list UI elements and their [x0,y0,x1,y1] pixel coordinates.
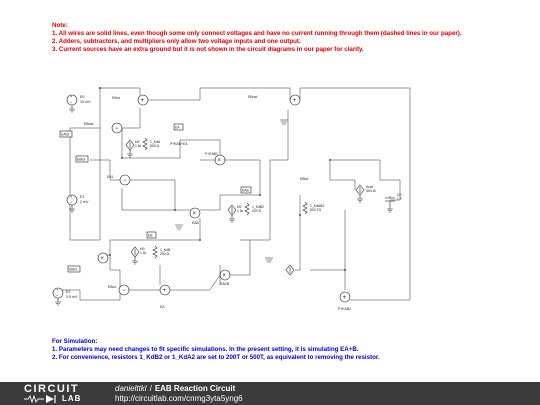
note-line-3: 3. Current sources have an extra ground … [52,46,364,54]
label-eb-box2: EB [148,234,153,238]
label-pea3: P+EAB2 [338,307,351,311]
resistor-kdab2[interactable]: 1_KdAB2 500 TΩ [302,201,324,215]
svg-text:200 Ω: 200 Ω [160,252,170,256]
svg-text:C0: C0 [397,193,401,197]
note-line-1: 1. All wires are solid lines, even thoug… [52,30,462,38]
svg-text:1_KdB2: 1_KdB2 [252,205,264,209]
svg-text:−: − [70,200,73,205]
label-ebrad2: EBrad [248,95,258,99]
svg-text:×: × [101,256,105,262]
notes-section: Note: 1. All wires are solid lines, even… [52,22,532,54]
svg-text:+: + [56,287,59,292]
svg-text:1 F: 1 F [397,197,402,201]
notes-heading: Note: [52,22,68,29]
label-eb-in3: EBtot [69,268,77,272]
voltage-source-e1[interactable]: + − E1 2 mV [66,194,89,206]
label-eb-box: EAB [242,189,250,193]
svg-text:−: − [115,126,119,132]
note-line-2: 2. Adders, subtractors, and multipliers … [52,38,301,46]
simulation-section: For Simulation: 1. Parameters may need c… [52,338,532,362]
svg-text:300 fA: 300 fA [366,189,377,193]
label-ea-bot: EA [160,305,165,309]
label-ea-box: EA [175,126,180,130]
voltage-source-e0[interactable]: + − E0 10 mV [66,94,91,106]
svg-text:×: × [218,158,222,164]
label-pea: P+EAB+EA [170,142,188,146]
label-e0-val: 10 mV [80,100,91,104]
svg-text:−: − [123,178,127,184]
capacitor-c0[interactable]: C0 1 F [385,193,402,205]
circuitlab-logo[interactable]: CIRCUIT LAB [24,384,96,404]
current-source-kf-a[interactable]: kf2 1 fA [125,139,142,151]
label-e0tot: E0tot [112,96,120,100]
label-eb-in2: EBtot [300,177,308,181]
circuit-wires [60,87,411,301]
label-e2-val: 0.5 mV [66,295,78,299]
node-labels: EAtot EBtot EBtot EA EAB EB E0tot EBrad … [59,95,351,311]
current-source-right[interactable] [285,264,295,276]
svg-text:−: − [122,288,126,294]
svg-text:+: + [70,194,73,199]
label-eaeb: EAEB [220,282,230,286]
circuit-url-link[interactable]: http://circuitlab.com/cnmg3yta5yng6 [115,394,243,403]
svg-text:−: − [56,293,59,298]
svg-text:1_KdA: 1_KdA [150,140,161,144]
svg-text:×: × [193,211,197,217]
resistor-kda[interactable]: 1_KdA 500 Ω [142,137,161,151]
separator: / [149,384,152,393]
current-source-kcat[interactable]: Kcat 300 fA [355,184,377,196]
svg-text:kf2: kf2 [237,205,242,209]
simulation-heading: For Simulation: [52,338,98,345]
circuit-title[interactable]: EAB Reaction Circuit [154,384,236,393]
adder-nodes[interactable]: + + − − × × × − + × + [97,94,351,303]
label-e1: E1 [80,195,84,199]
current-source-kf-c[interactable]: kf3 1 fA [130,246,147,258]
voltage-source-e2[interactable]: + − E2 0.5 mV [52,287,78,299]
svg-text:1_KdAB2: 1_KdAB2 [310,204,324,208]
svg-text:500 Ω: 500 Ω [150,144,160,148]
current-source-kf-b[interactable]: kf2 1 fA [227,204,244,216]
svg-text:500 TΩ: 500 TΩ [310,208,322,212]
resistor-kdb[interactable]: 1_KdB 200 Ω [152,245,171,259]
svg-text:+: + [70,94,73,99]
label-e0: E0 [80,95,84,99]
label-ebox3: EBox [108,285,116,289]
label-e2: E2 [66,290,70,294]
label-eb-in: EBtot [77,158,85,162]
resistor-kdb2[interactable]: 1_KdB2 200 Ω [244,202,264,216]
svg-text:−: − [70,100,73,105]
simulation-line-1: 1. Parameters may need changes to fit sp… [52,346,359,354]
svg-text:+: + [163,288,167,294]
logo-bottom-text: LAB [62,394,82,403]
logo-top-text: CIRCUIT [24,383,80,395]
svg-text:1 fA: 1 fA [135,144,142,148]
simulation-line-2: 2. For convenience, resistors 1_KdB2 or … [52,354,380,362]
svg-text:+: + [343,295,347,301]
label-eab: EAB [192,221,200,225]
label-ebrad: EBrad [84,122,94,126]
svg-text:1 fA: 1 fA [140,251,147,255]
ground-symbols [55,105,393,306]
author-link[interactable]: danielttkl [115,384,147,393]
svg-text:1 fA: 1 fA [237,209,244,213]
label-pea1: P+EAB1 [205,152,218,156]
svg-text:+: + [293,98,297,104]
junction-dots [99,87,346,271]
svg-text:kf2: kf2 [135,140,140,144]
label-e1-node: EA1 [107,175,114,179]
svg-text:200 Ω: 200 Ω [252,209,262,213]
circuit-info: danielttkl/EAB Reaction Circuit [115,384,235,394]
svg-text:1_KdB: 1_KdB [160,248,171,252]
svg-text:Kcat: Kcat [366,185,373,189]
label-ea-in: EAtot [61,133,69,137]
svg-text:×: × [223,273,227,279]
svg-text:kf3: kf3 [140,247,145,251]
label-e1-val: 2 mV [80,200,89,204]
footer-bar: CIRCUIT LAB danielttkl/EAB Reaction Circ… [0,382,540,405]
logo-wave-icon [24,394,56,403]
svg-text:+: + [141,98,145,104]
